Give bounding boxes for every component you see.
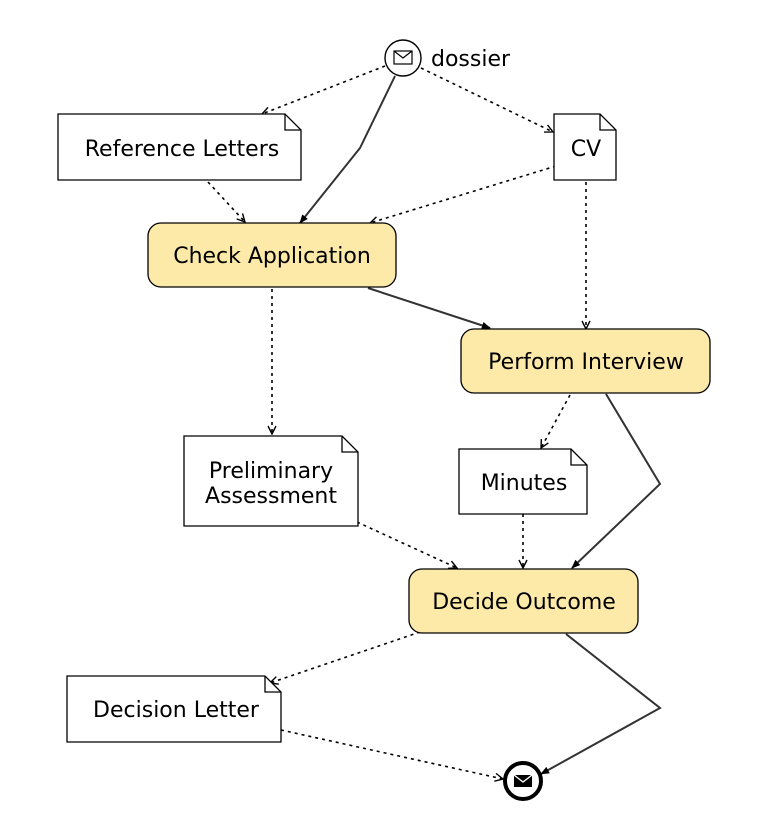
association-cv-check-application (370, 165, 557, 223)
document-label-line-1: Preliminary (209, 459, 333, 484)
association-dossier-reference-letters (262, 65, 386, 114)
document-label: Reference Letters (85, 137, 279, 162)
task-label: Decide Outcome (432, 590, 616, 615)
document-label: Decision Letter (93, 698, 260, 723)
task-decide-outcome[interactable]: Decide Outcome (408, 568, 639, 634)
envelope-icon (393, 50, 413, 65)
association-preliminary-assessment-decide-outcome (356, 521, 457, 568)
document-cv[interactable]: CV (553, 113, 617, 181)
task-label: Check Application (173, 244, 371, 269)
task-perform-interview[interactable]: Perform Interview (460, 328, 711, 394)
association-dossier-cv (420, 67, 553, 132)
document-decision-letter[interactable]: Decision Letter (66, 675, 282, 743)
document-minutes[interactable]: Minutes (458, 448, 588, 515)
association-decide-outcome-decision-letter (270, 631, 421, 683)
flow-decide-outcome-end-event (540, 633, 662, 775)
task-label: Perform Interview (488, 350, 684, 375)
flow-perform-interview-decide-outcome (571, 393, 662, 569)
document-label: Minutes (481, 471, 568, 496)
flow-check-application-perform-interview (367, 287, 491, 329)
document-preliminary-assessment[interactable]: Preliminary Assessment (183, 435, 359, 527)
envelope-filled-icon (513, 774, 533, 787)
task-check-application[interactable]: Check Application (147, 222, 397, 288)
start-event-label: dossier (431, 47, 511, 72)
start-event[interactable] (384, 39, 422, 77)
association-perform-interview-minutes (541, 394, 571, 448)
document-reference-letters[interactable]: Reference Letters (57, 113, 302, 181)
end-event[interactable] (503, 761, 543, 801)
flow-dossier-check-application (299, 75, 396, 224)
document-label: CV (571, 137, 601, 162)
association-decision-letter-end-event (280, 729, 503, 779)
document-label-line-2: Assessment (205, 484, 337, 509)
association-reference-letters-check-application (207, 181, 245, 222)
